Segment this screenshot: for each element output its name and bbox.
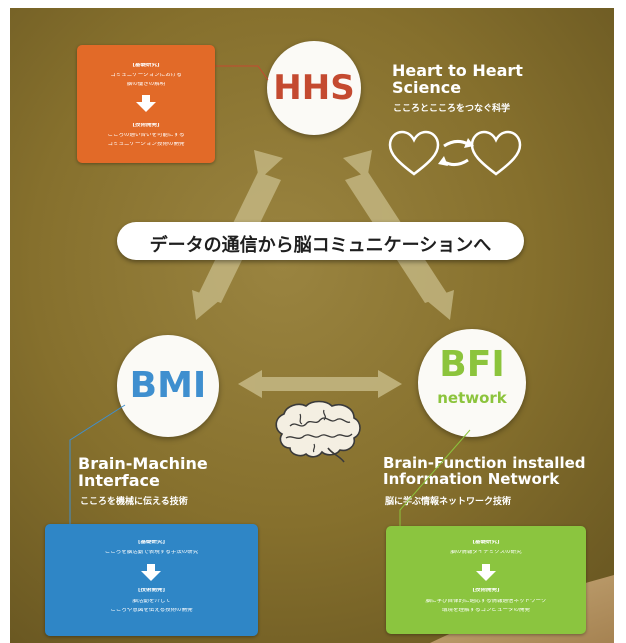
hhs-basic-line1: コミュニケーションにおける — [110, 73, 182, 78]
bmi-title: Brain-Machine Interface — [78, 454, 208, 490]
bfi-title: Brain-Function installed Information Net… — [383, 454, 586, 488]
bfi-circle: BFI network — [418, 329, 526, 437]
bfi-basic-tag: [基礎研究] — [472, 540, 500, 545]
bmi-tech-line2: こころや意図を伝える技術の開発 — [110, 608, 193, 613]
hhs-tech-line1: こころの通い合いを可能にする — [107, 133, 185, 138]
bmi-basic-tag: [基礎研究] — [137, 540, 166, 545]
bfi-basic-line1: 脳の情報ダイナミクスの研究 — [450, 550, 522, 555]
bmi-tech-line1: 脳活動を介して — [132, 599, 171, 604]
hhs-tech-tag: [技術開発] — [132, 123, 160, 128]
bmi-tech-tag: [技術開発] — [137, 588, 166, 593]
two-hearts-exchange-icon — [388, 130, 522, 176]
arrow-bmi-bfi — [238, 370, 402, 398]
hhs-title-line1: Heart to Heart — [392, 61, 523, 80]
hhs-title-line2: Science — [392, 77, 462, 97]
hhs-down-arrow-icon — [136, 95, 156, 112]
bfi-title-line2: Information Network — [383, 469, 560, 488]
hhs-title: Heart to Heart Science — [392, 61, 523, 97]
brain-icon — [275, 400, 361, 463]
bfi-circle-label-main: BFI — [439, 344, 505, 385]
bmi-circle: BMI — [117, 335, 219, 437]
hhs-circle-label: HHS — [273, 68, 355, 108]
bfi-tech-tag: [技術開発] — [472, 588, 500, 593]
bfi-down-arrow-icon — [476, 564, 496, 581]
bfi-subtitle: 脳に学ぶ情報ネットワーク技術 — [385, 497, 512, 507]
hhs-tech-line2: コミュニケーション技術の開発 — [107, 142, 185, 147]
hhs-research-box: [基礎研究] コミュニケーションにおける 脳の働きの解明 [技術開発] こころの… — [77, 45, 215, 163]
bmi-circle-label: BMI — [129, 365, 207, 406]
bmi-subtitle: こころを機械に伝える技術 — [80, 497, 188, 507]
central-banner: データの通信から脳コミュニケーションへ — [117, 222, 524, 260]
bfi-tech-line1: 脳に学び自律的に適応する情報通信ネットワーク — [425, 599, 547, 604]
bmi-basic-line1: こころを脳活動で表現する手法の研究 — [104, 550, 199, 555]
banner-text: データの通信から脳コミュニケーションへ — [149, 235, 492, 256]
bfi-tech-line2: 環境を理解するコンピュータの開発 — [441, 608, 530, 613]
bmi-title-line1: Brain-Machine — [78, 454, 208, 473]
hhs-circle: HHS — [267, 41, 361, 135]
bfi-title-line1: Brain-Function installed — [383, 454, 586, 472]
hhs-subtitle: こころとこころをつなぐ科学 — [393, 104, 511, 114]
bmi-down-arrow-icon — [141, 564, 161, 581]
bfi-research-box: [基礎研究] 脳の情報ダイナミクスの研究 [技術開発] 脳に学び自律的に適応する… — [386, 526, 586, 634]
bfi-circle-label-sub: network — [437, 389, 507, 407]
bmi-research-box: [基礎研究] こころを脳活動で表現する手法の研究 [技術開発] 脳活動を介して … — [45, 524, 258, 636]
hhs-basic-line2: 脳の働きの解明 — [126, 82, 166, 87]
hhs-basic-tag: [基礎研究] — [132, 63, 160, 68]
bmi-title-line2: Interface — [78, 470, 160, 490]
